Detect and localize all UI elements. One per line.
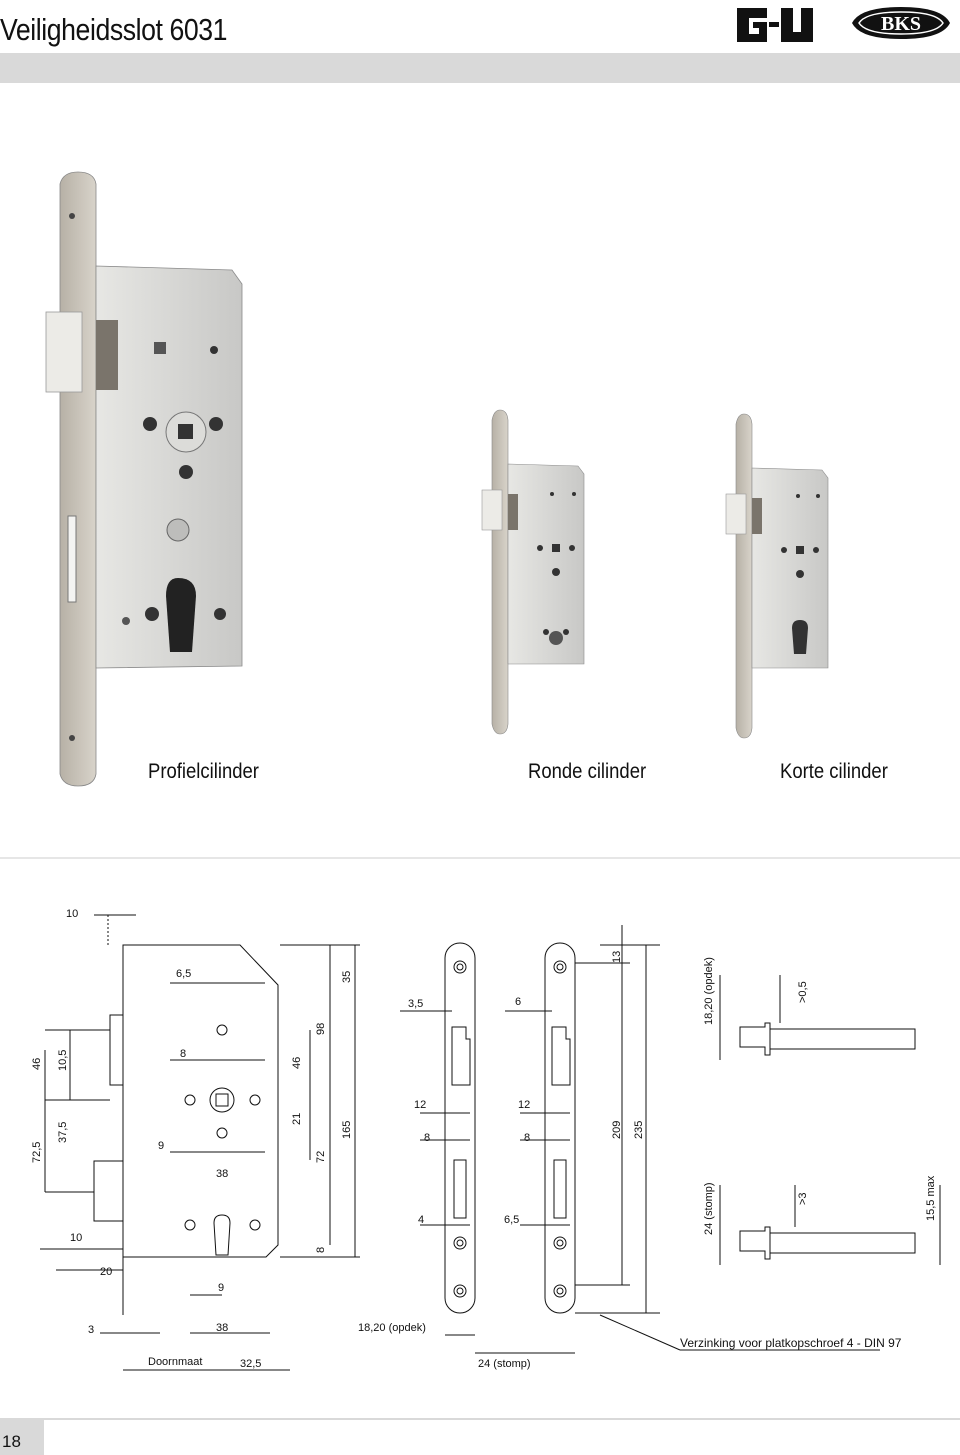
dim-38-b: 38 xyxy=(216,1322,228,1334)
dim-3-5: 3,5 xyxy=(408,998,423,1010)
dim-15-5-max: 15,5 max xyxy=(925,1175,937,1221)
dim-4: 4 xyxy=(418,1214,424,1226)
gu-logo xyxy=(737,8,813,42)
dim-10-5: 10,5 xyxy=(57,1050,69,1071)
short-cylinder-lock-photo xyxy=(725,413,829,739)
dim-12-b: 12 xyxy=(518,1099,530,1111)
dim-8-b: 8 xyxy=(315,1247,327,1253)
dim-10-top: 10 xyxy=(66,908,78,920)
dim-37-5: 37,5 xyxy=(57,1122,69,1143)
dim-32-5: 32,5 xyxy=(240,1358,261,1370)
dim-21: 21 xyxy=(291,1113,303,1125)
dim-6: 6 xyxy=(515,996,521,1008)
dim-35: 35 xyxy=(341,971,353,983)
dim-98: 98 xyxy=(315,1023,327,1035)
dim-gt-3: >3 xyxy=(797,1192,809,1205)
profile-cylinder-lock-photo xyxy=(45,171,243,787)
dim-13: 13 xyxy=(611,951,623,963)
dim-12-a: 12 xyxy=(414,1099,426,1111)
dim-46-mid: 46 xyxy=(291,1057,303,1069)
dim-6-5-b: 6,5 xyxy=(504,1214,519,1226)
doornmaat-label: Doornmaat xyxy=(148,1356,202,1368)
dim-38: 38 xyxy=(216,1168,228,1180)
dimension-labels: 10 6,5 8 46 10,5 72,5 37,5 9 38 10 20 9 … xyxy=(31,908,937,1370)
dim-8-c: 8 xyxy=(424,1132,430,1144)
dim-8: 8 xyxy=(180,1048,186,1060)
page-title: Veiligheidsslot 6031 xyxy=(0,12,228,47)
opdek-bottom-label: 18,20 (opdek) xyxy=(358,1322,426,1334)
dim-209: 209 xyxy=(611,1121,623,1139)
caption-profielcilinder: Profielcilinder xyxy=(148,760,259,783)
dim-20: 20 xyxy=(100,1266,112,1278)
technical-drawing: 10 6,5 8 46 10,5 72,5 37,5 9 38 10 20 9 … xyxy=(0,857,960,1371)
dim-46-left: 46 xyxy=(31,1058,43,1070)
header-band xyxy=(0,53,960,83)
dim-6-5: 6,5 xyxy=(176,968,191,980)
verzinking-note: Verzinking voor platkopschroef 4 - DIN 9… xyxy=(680,1336,902,1350)
dim-10-b: 10 xyxy=(70,1232,82,1244)
dim-9: 9 xyxy=(158,1140,164,1152)
caption-korte-cilinder: Korte cilinder xyxy=(780,760,888,783)
dim-9-b: 9 xyxy=(218,1282,224,1294)
dim-8-d: 8 xyxy=(524,1132,530,1144)
page-number-box: 18 xyxy=(0,1418,44,1455)
dim-165: 165 xyxy=(341,1121,353,1139)
dim-72-5: 72,5 xyxy=(31,1142,43,1163)
stomp-right-label: 24 (stomp) xyxy=(703,1182,715,1235)
page-number: 18 xyxy=(2,1432,21,1451)
stomp-bottom-label: 24 (stomp) xyxy=(478,1358,531,1370)
dim-gt-0-5: >0,5 xyxy=(797,981,809,1003)
opdek-right-label: 18,20 (opdek) xyxy=(703,957,715,1025)
dim-235: 235 xyxy=(633,1121,645,1139)
caption-ronde-cilinder: Ronde cilinder xyxy=(528,760,647,783)
bks-logo: BKS xyxy=(852,7,950,39)
dim-3: 3 xyxy=(88,1324,94,1336)
footer-line xyxy=(44,1418,960,1420)
round-cylinder-lock-photo xyxy=(481,409,585,735)
product-photos: Profielcilinder Ronde cilinder Korte cil… xyxy=(0,84,960,824)
svg-text:BKS: BKS xyxy=(881,13,921,35)
dim-72: 72 xyxy=(315,1151,327,1163)
